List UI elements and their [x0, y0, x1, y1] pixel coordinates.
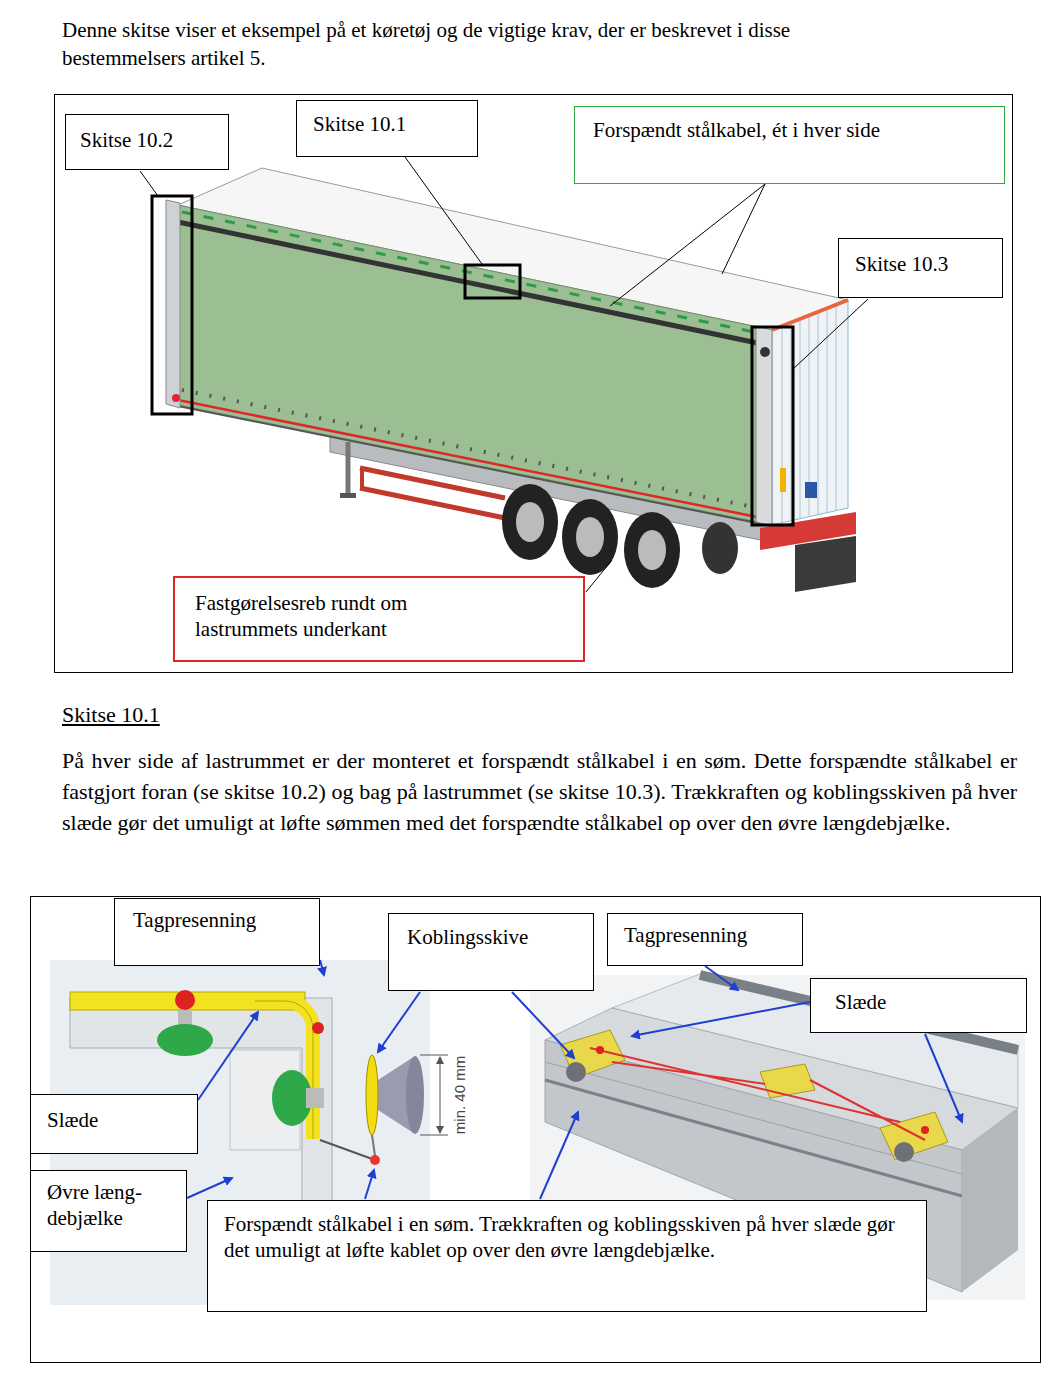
frame — [31, 897, 1041, 1363]
part-label-box: Tagpresenning — [114, 898, 320, 966]
part-label-box: Tagpresenning — [607, 913, 803, 966]
box-text: Forspændt stålkabel, ét i hver side — [593, 117, 986, 143]
leader-line — [140, 157, 868, 592]
part-label-box: Øvre læng- debjælke — [30, 1170, 187, 1252]
box-text: Fastgørelsesreb rundt om lastrummets und… — [195, 590, 485, 643]
callout-box: Skitse 10.3 — [838, 238, 1003, 298]
box-text: Forspændt stålkabel i en søm. Trækkrafte… — [224, 1211, 910, 1264]
frame — [55, 95, 1013, 673]
box-text: Skitse 10.3 — [855, 251, 986, 277]
intro-text: Denne skitse viser et eksempel på et kør… — [62, 16, 912, 72]
section-heading: Skitse 10.1 — [62, 700, 160, 729]
callout-box: Fastgørelsesreb rundt om lastrummets und… — [173, 576, 585, 662]
callout-box: Skitse 10.1 — [296, 100, 478, 157]
part-label-box: Slæde — [810, 978, 1027, 1033]
callout-box: Forspændt stålkabel, ét i hver side — [574, 106, 1005, 184]
box-text: Skitse 10.2 — [80, 127, 214, 153]
box-text: Slæde — [835, 989, 1002, 1015]
box-text: Øvre læng- debjælke — [47, 1179, 157, 1232]
body-paragraph: På hver side af lastrummet er der monter… — [62, 745, 1017, 838]
box-text: Slæde — [47, 1107, 181, 1133]
note-box: Forspændt stålkabel i en søm. Trækkrafte… — [207, 1200, 927, 1312]
box-text: Tagpresenning — [624, 922, 786, 948]
box-text: Skitse 10.1 — [313, 111, 461, 137]
box-text: Tagpresenning — [133, 907, 301, 933]
part-label-box: Koblingsskive — [388, 913, 594, 991]
trailer-drawing — [152, 168, 856, 592]
part-label-box: Slæde — [30, 1094, 198, 1154]
callout-box: Skitse 10.2 — [65, 114, 229, 170]
box-text: Koblingsskive — [407, 924, 575, 950]
dimension-label: min. 40 mm — [450, 1045, 470, 1145]
